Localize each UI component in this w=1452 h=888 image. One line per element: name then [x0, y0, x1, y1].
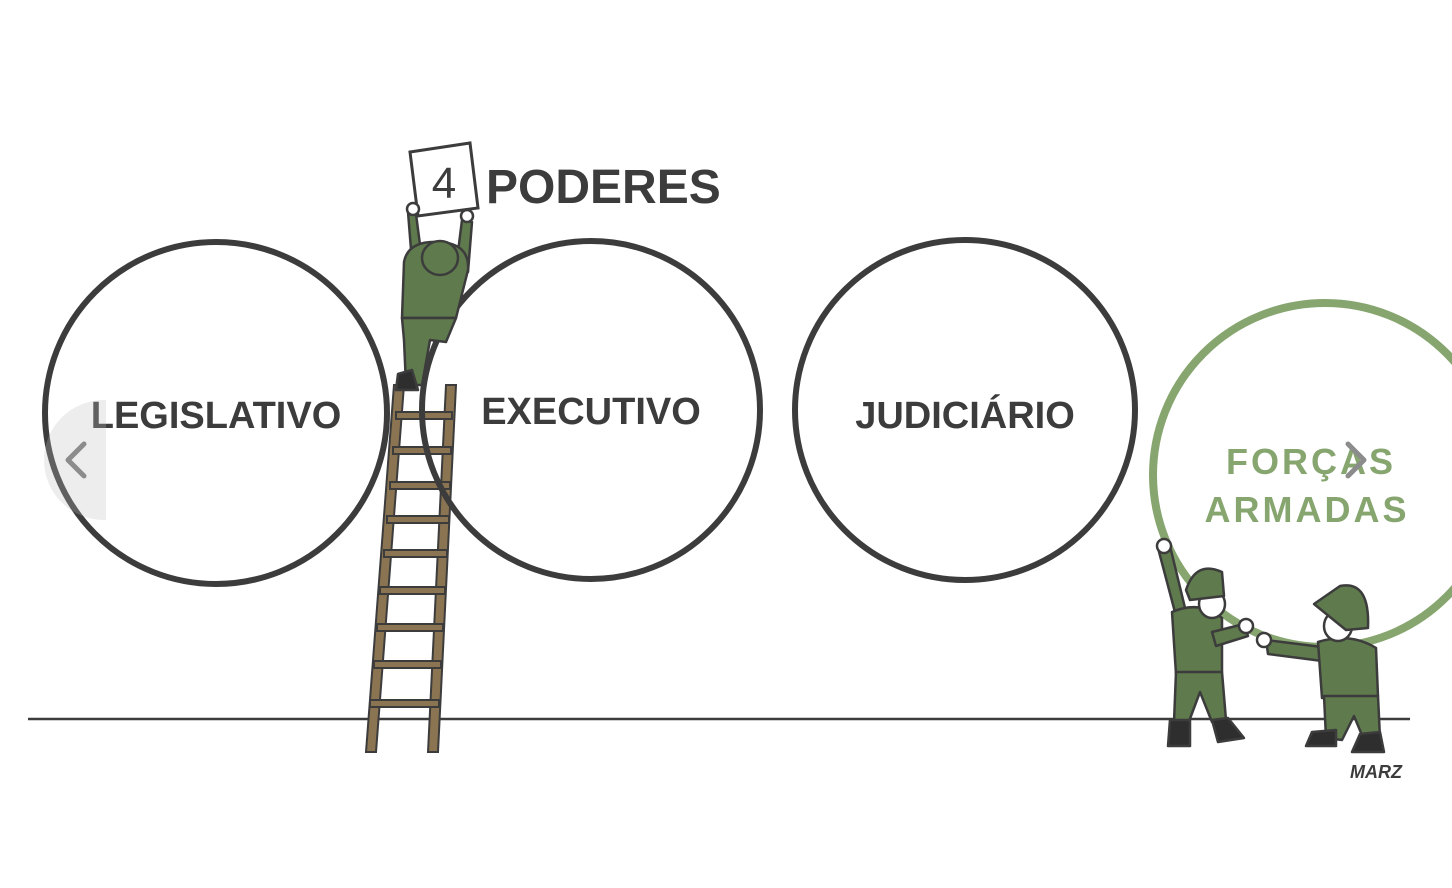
- circle-legislativo: [42, 239, 390, 587]
- label-legislativo: LEGISLATIVO: [91, 395, 342, 437]
- chevron-right-icon: [1345, 441, 1367, 479]
- carousel-next-button[interactable]: [1326, 400, 1388, 520]
- artist-signature: MARZ: [1350, 762, 1403, 782]
- soldier-left-forcas: [1155, 537, 1255, 748]
- ladder: [364, 384, 458, 753]
- soldier-right-forcas: [1255, 584, 1386, 754]
- chevron-left-icon: [65, 441, 87, 479]
- sign-number: 4: [432, 159, 456, 208]
- circle-judiciario: [792, 237, 1138, 583]
- label-judiciario: JUDICIÁRIO: [855, 393, 1075, 437]
- soldier-on-ladder: [394, 201, 475, 392]
- circle-executivo: [419, 238, 763, 582]
- label-armadas: ARMADAS: [1205, 489, 1410, 530]
- title-poderes: PODERES: [486, 161, 721, 214]
- number-sign: 4: [408, 141, 480, 218]
- label-executivo: EXECUTIVO: [481, 391, 701, 433]
